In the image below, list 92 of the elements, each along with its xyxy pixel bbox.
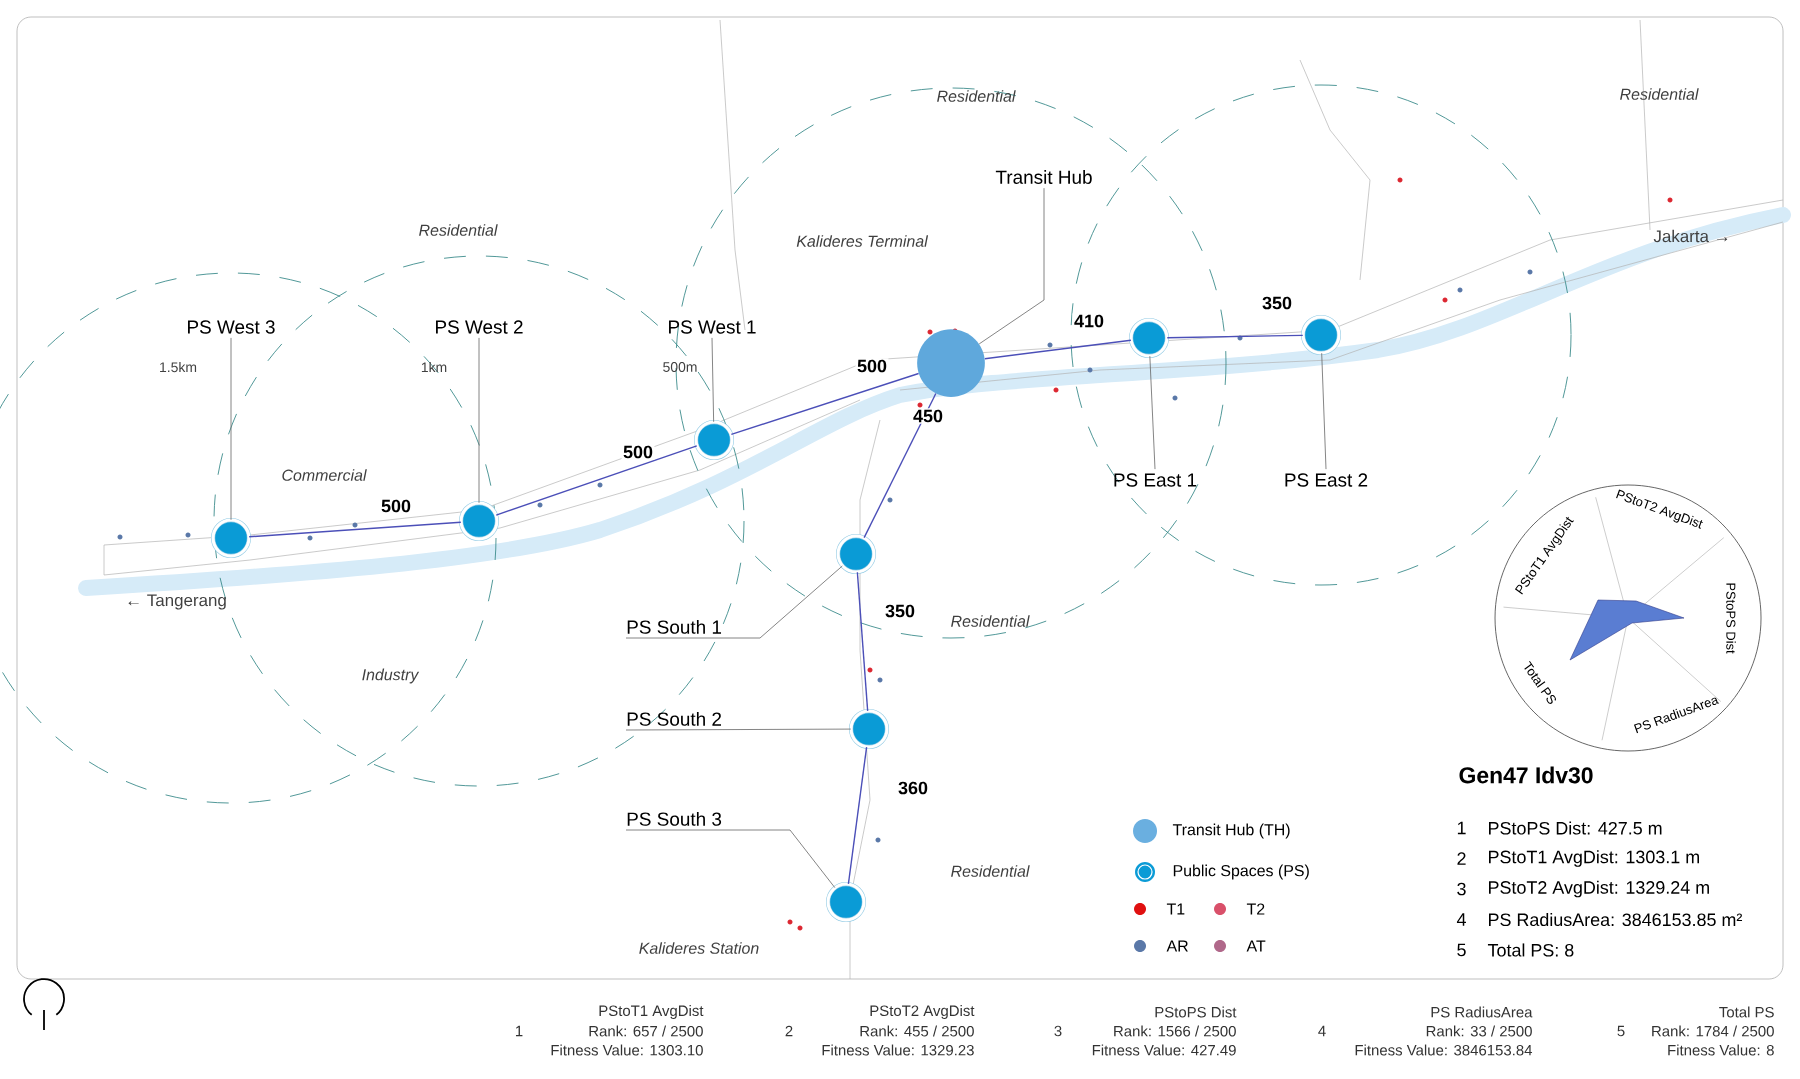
place-label: PS West 2 — [436, 320, 523, 334]
distance-label: 500 — [623, 445, 653, 459]
ranking-text: Rank: 455 / 2500 — [860, 1025, 974, 1037]
place-label: Transit Hub — [995, 170, 1092, 184]
place-label: PS West 1 — [669, 320, 756, 334]
ranking-text: Fitness Value: 8 — [1668, 1044, 1774, 1056]
distance-label: 350 — [885, 604, 915, 618]
area-label: Industry — [362, 668, 420, 684]
direction-label: ← Tangerang — [128, 594, 226, 610]
metric-value: PS RadiusArea: 3846153.85 m² — [1489, 912, 1742, 927]
ranking-text: Fitness Value: 3846153.84 — [1355, 1044, 1533, 1056]
ranking-text: PStoT2 AvgDist — [870, 1005, 975, 1019]
radius-label: 1km — [421, 361, 447, 373]
public-space-circle — [459, 501, 500, 542]
place-label: PS East 2 — [1285, 473, 1368, 487]
place-label: PS South 3 — [627, 811, 722, 826]
item-number: 1 — [516, 1025, 523, 1037]
distance-label: 500 — [857, 359, 887, 373]
leader-line — [478, 337, 480, 504]
item-number: 1 — [1457, 821, 1466, 835]
radius-label: 1.5km — [160, 361, 197, 373]
summary-title: Gen47 Idv30 — [1459, 766, 1593, 784]
route-line — [248, 521, 462, 538]
place-label: PS East 1 — [1114, 473, 1197, 487]
distance-label: 500 — [381, 499, 411, 513]
distance-label: 450 — [913, 409, 943, 423]
route-line — [847, 746, 868, 885]
item-number: 3 — [1457, 882, 1466, 896]
area-label: Residential — [951, 865, 1030, 877]
public-space-circle — [1301, 315, 1342, 356]
distance-label: 360 — [898, 781, 928, 795]
ranking-text: Rank: 1784 / 2500 — [1652, 1025, 1774, 1037]
area-label: Residential — [951, 615, 1030, 627]
ranking-text: Rank: 33 / 2500 — [1426, 1025, 1532, 1037]
metric-value: PStoT2 AvgDist: 1329.24 m — [1489, 880, 1709, 898]
area-label: Commercial — [282, 469, 367, 481]
public-space-circle — [1129, 318, 1170, 359]
place-label: PS West 3 — [188, 320, 275, 334]
route-line — [495, 445, 698, 516]
item-number: 2 — [785, 1025, 793, 1037]
ranking-text: Rank: 657 / 2500 — [589, 1025, 703, 1037]
area-label: Residential — [937, 90, 1016, 102]
legend-label: Public Spaces (PS) — [1173, 864, 1309, 880]
transit-hub-circle — [917, 329, 985, 397]
leader-line — [230, 337, 232, 521]
ranking-text: Fitness Value: 427.49 — [1092, 1044, 1236, 1056]
leader-line — [625, 829, 836, 888]
leader-line — [1321, 352, 1327, 470]
distance-label: 350 — [1262, 296, 1292, 310]
public-space-circle — [849, 709, 890, 750]
ranking-text: PStoPS Dist — [1155, 1006, 1237, 1018]
route-line — [984, 339, 1132, 360]
route-line — [1166, 334, 1304, 339]
route-line — [730, 372, 920, 436]
place-label: PS South 1 — [627, 619, 721, 634]
public-space-circle — [211, 518, 252, 559]
ranking-text: Total PS — [1719, 1006, 1774, 1018]
legend-label: AR — [1166, 940, 1188, 952]
legend-label: T2 — [1246, 903, 1265, 915]
ranking-text: Fitness Value: 1329.23 — [822, 1044, 974, 1056]
metric-value: PStoT1 AvgDist: 1303.1 m — [1489, 850, 1699, 867]
legend-label: Transit Hub (TH) — [1172, 823, 1290, 839]
area-label: Kalideres Terminal — [796, 235, 929, 247]
place-label: PS South 2 — [627, 711, 721, 726]
axis-label: PStoPS Dist — [1726, 583, 1736, 654]
legend-label: T1 — [1166, 903, 1185, 915]
ranking-text: PStoT1 AvgDist — [599, 1005, 704, 1019]
metric-value: Total PS: 8 — [1487, 943, 1574, 957]
ranking-text: Rank: 1566 / 2500 — [1114, 1025, 1236, 1037]
radius-label: 500m — [663, 362, 697, 372]
leader-line — [711, 337, 715, 423]
item-number: 5 — [1617, 1025, 1625, 1037]
area-label: Residential — [1620, 88, 1699, 100]
distance-label: 410 — [1074, 314, 1104, 328]
leader-line — [978, 187, 1045, 345]
ranking-text: PS RadiusArea — [1431, 1006, 1533, 1018]
route-line — [856, 571, 869, 712]
ranking-text: Fitness Value: 1303.10 — [551, 1044, 703, 1056]
item-number: 2 — [1457, 852, 1466, 865]
direction-label: Jakarta → — [1653, 229, 1728, 243]
legend-label: AT — [1246, 940, 1266, 952]
metric-value: PStoPS Dist: 427.5 m — [1489, 821, 1662, 835]
leader-line — [625, 728, 852, 731]
item-number: 4 — [1456, 913, 1466, 926]
area-label: Kalideres Station — [639, 942, 759, 954]
route-line — [863, 392, 937, 539]
item-number: 4 — [1318, 1025, 1326, 1037]
leader-line — [1149, 355, 1156, 470]
item-number: 3 — [1054, 1025, 1062, 1037]
leader-line — [625, 565, 843, 639]
area-label: Residential — [419, 224, 498, 236]
item-number: 5 — [1457, 943, 1466, 957]
